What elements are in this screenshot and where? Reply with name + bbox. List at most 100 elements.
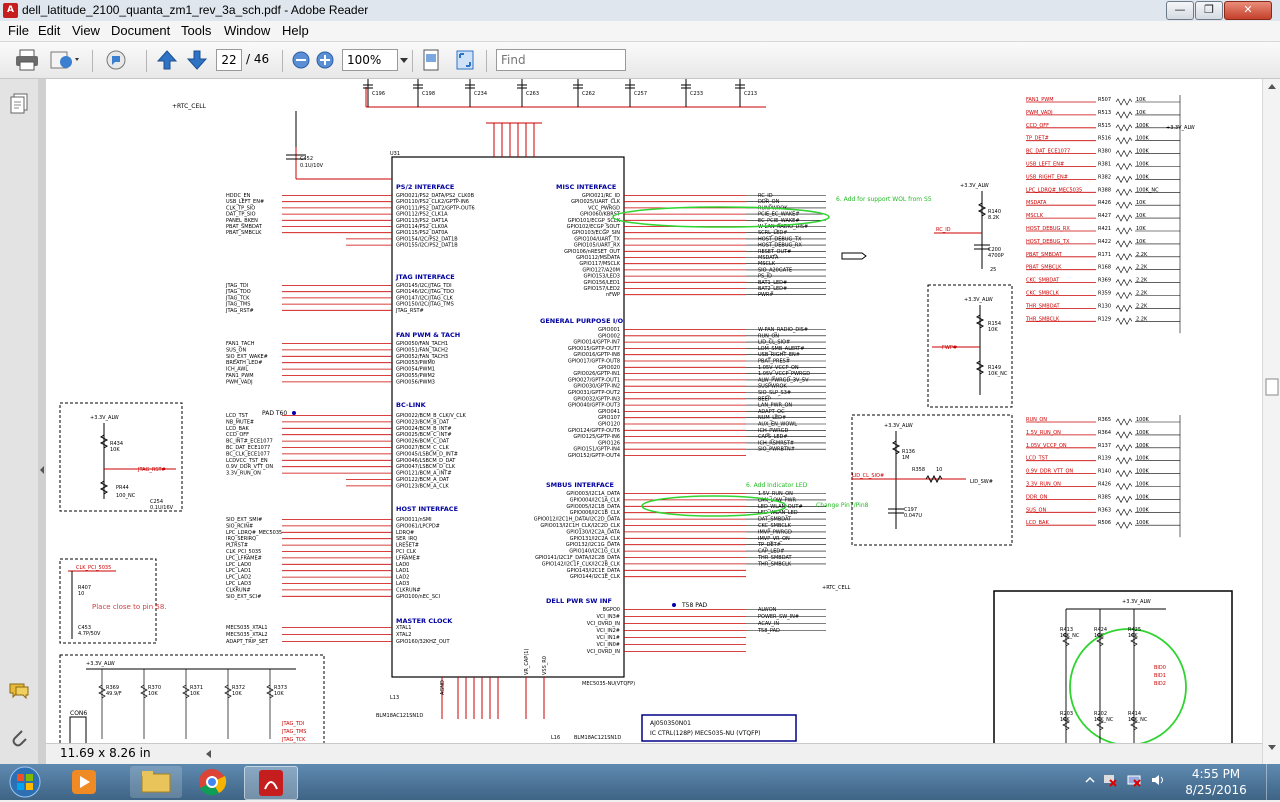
pin-label: GPIO127/A20M [582, 267, 620, 273]
tray-expand-icon[interactable] [1084, 774, 1096, 786]
svg-text:PAD T60: PAD T60 [262, 410, 287, 417]
panel-splitter[interactable] [38, 79, 46, 764]
rtc-cell-label: +RTC_CELL [172, 103, 207, 110]
zoom-dropdown-icon[interactable] [398, 48, 410, 72]
svg-text:U31: U31 [390, 151, 400, 157]
scroll-down-arrow-icon [1268, 745, 1276, 750]
resistor-value: 100K [1136, 136, 1150, 142]
comments-icon[interactable] [8, 681, 30, 701]
show-desktop-button[interactable] [1266, 764, 1280, 800]
scrollbar-track[interactable] [1263, 79, 1280, 764]
net-label: MEC5035_XTAL1 [226, 625, 268, 631]
maximize-button[interactable]: ❐ [1195, 1, 1223, 20]
zoom-field[interactable]: 100% [342, 49, 398, 71]
zoom-out-icon[interactable] [290, 48, 312, 72]
previous-page-icon[interactable] [156, 48, 178, 72]
net-label: 1.05V_VCCP_PWRGD [758, 371, 810, 377]
net-label: USB_LEFT_EN# [226, 199, 264, 205]
page-count: / 46 [246, 52, 270, 66]
svg-text:8.2K: 8.2K [988, 215, 1000, 221]
share-icon[interactable] [48, 48, 82, 72]
collapse-arrow-icon[interactable] [38, 79, 46, 764]
taskbar-explorer[interactable] [130, 766, 182, 798]
resistor-ref: R202 [1094, 711, 1107, 717]
net-label: ICH_RSMRST# [758, 440, 794, 446]
net-label: DAT_TP_SIO [226, 212, 256, 218]
svg-text:FWP#: FWP# [942, 345, 957, 351]
pin-label: GPIO153/LED3 [583, 274, 620, 280]
resistor-ref: R203 [1060, 711, 1073, 717]
tray-flag-icon[interactable] [1102, 772, 1118, 788]
print-icon[interactable] [14, 48, 40, 72]
resistor-ref: R369 [106, 685, 119, 691]
next-page-icon[interactable] [186, 48, 208, 72]
net-label: SUS_ON [226, 347, 246, 353]
attachments-icon[interactable] [10, 727, 28, 749]
menu-tools[interactable]: Tools [181, 23, 212, 38]
menu-window[interactable]: Window [224, 23, 271, 38]
review-comment-icon[interactable] [104, 48, 130, 72]
svg-text:4700P: 4700P [988, 253, 1004, 259]
net-label: LPC_LAD1 [226, 568, 251, 574]
pin-label: GPIO123/BCM_A_CLK [396, 483, 449, 489]
net-label: 1.05V_VCCP_ON [758, 365, 799, 371]
zoom-in-icon[interactable] [314, 48, 336, 72]
net-label: ADAPT_OC [758, 409, 785, 415]
current-page-field[interactable]: 22 [216, 49, 242, 71]
pin-label: GPIO026/BCM_C_DAT [396, 439, 450, 445]
window-title-bar: A dell_latitude_2100_quanta_zm1_rev_3a_s… [0, 0, 1280, 22]
minimize-button[interactable]: — [1166, 1, 1194, 20]
menu-view[interactable]: View [72, 23, 100, 38]
svg-text:+3.3V_ALW: +3.3V_ALW [86, 661, 115, 667]
pin-label: GPIO121/BCM_A_INT# [396, 471, 452, 477]
net-label: T58_PAD [757, 628, 780, 634]
net-label: DDR_ON [758, 199, 780, 205]
net-label: MEC5035_XTAL2 [226, 632, 268, 638]
pin-label: GPIO027/GPTP-OUT1 [568, 377, 620, 383]
vertical-scrollbar[interactable] [1262, 79, 1280, 764]
net-label: LED_WLAN_LED [758, 510, 798, 516]
adobe-reader-app-icon[interactable]: A [3, 3, 18, 18]
pin-label: GPIO141/I2C1F_DATA/I2C2B_DATA [535, 555, 621, 561]
fit-page-icon[interactable] [420, 48, 442, 72]
tray-volume-icon[interactable] [1150, 772, 1166, 788]
cap-label: C263 [526, 91, 539, 97]
pin-label: GPIO054/PWM1 [396, 367, 435, 373]
status-arrow-icon[interactable] [204, 748, 214, 760]
close-button[interactable]: ✕ [1224, 1, 1272, 20]
menu-help[interactable]: Help [282, 23, 309, 38]
svg-text:MEC5035-NU(VTQFP): MEC5035-NU(VTQFP) [582, 681, 635, 687]
pin-label: GPIO111/PS2_DAT2/GPTP-OUT6 [396, 205, 475, 211]
net-label: SIO_PWRBTN# [758, 447, 795, 453]
taskbar-media-player[interactable] [58, 766, 110, 798]
tray-network-icon[interactable] [1126, 772, 1142, 788]
resistor-ref: R365 [1098, 417, 1111, 423]
pin-label: VCI_IN3# [597, 614, 620, 620]
net-label: PS_ID [758, 274, 772, 280]
scroll-up-arrow-icon [1268, 84, 1276, 89]
pin-label: VCI_IN0# [597, 642, 620, 648]
svg-text:JTAG_TCK: JTAG_TCK [281, 737, 306, 743]
taskbar-adobe-reader[interactable] [244, 766, 298, 800]
taskbar-chrome[interactable] [186, 766, 238, 798]
resistor-value: 10K [1136, 213, 1146, 219]
menu-document[interactable]: Document [111, 23, 171, 38]
cap-label: C196 [372, 91, 385, 97]
net-label: ADAPT_TRIP_SET [226, 639, 269, 645]
pin-label: VCI_OVRD_IN [587, 649, 620, 655]
net-label: USB_RIGHT_EN# [1026, 174, 1068, 180]
net-label: CLKRUN# [226, 587, 251, 593]
menu-file[interactable]: File [8, 23, 29, 38]
pages-icon[interactable] [9, 93, 29, 115]
taskbar-clock[interactable]: 4:55 PM 8/25/2016 [1176, 766, 1256, 798]
net-label: ICH_PWRGD [758, 428, 789, 434]
menu-edit[interactable]: Edit [38, 23, 61, 38]
pin-label: BGPO0 [603, 607, 620, 613]
full-screen-icon[interactable] [454, 48, 476, 72]
pin-label: GPIO013/I2C1H_CLK/I2C2D_CLK [540, 523, 620, 529]
pin-label: GPIO032/GPTP-IN3 [573, 396, 620, 402]
find-field[interactable]: Find [496, 49, 626, 71]
start-button-icon[interactable] [6, 765, 44, 799]
pin-label: GPIO100/nEC_SCI [396, 594, 440, 600]
